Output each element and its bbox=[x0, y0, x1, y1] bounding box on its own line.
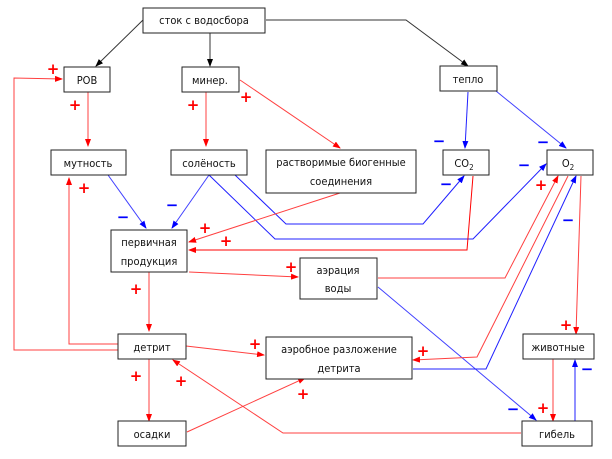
node-death[interactable]: гибель bbox=[521, 420, 593, 447]
plus-sign: + bbox=[537, 399, 550, 417]
edge-runoff-to-dom bbox=[95, 19, 144, 67]
minus-sign: − bbox=[433, 132, 446, 150]
node-miner-label: минер. bbox=[192, 74, 228, 87]
edge-aeration-to-death bbox=[377, 286, 537, 421]
node-detritus-label: детрит bbox=[133, 341, 170, 354]
edge-heat-to-o2 bbox=[495, 90, 567, 149]
plus-sign: + bbox=[187, 96, 200, 114]
plus-sign: + bbox=[560, 316, 573, 334]
minus-sign: − bbox=[117, 208, 130, 226]
node-nutrients-label-line2: соединения bbox=[310, 175, 372, 188]
node-detritus[interactable]: детрит bbox=[117, 333, 187, 360]
plus-sign: + bbox=[130, 367, 143, 385]
plus-sign: + bbox=[199, 219, 212, 237]
plus-sign: + bbox=[285, 258, 298, 276]
node-aeration-label-line1: аэрация bbox=[317, 264, 360, 277]
node-primary-label-line2: продукция bbox=[121, 255, 178, 268]
node-runoff[interactable]: сток с водосбора bbox=[142, 7, 266, 34]
node-sediments[interactable]: осадки bbox=[117, 420, 187, 447]
edge-o2-to-aerobic bbox=[412, 175, 569, 363]
minus-sign: − bbox=[507, 400, 520, 418]
edge-primary-to-aeration bbox=[188, 271, 299, 280]
plus-sign: + bbox=[297, 385, 310, 403]
edge-aeration-to-o2 bbox=[378, 175, 559, 279]
node-primary-label-line1: первичная bbox=[121, 236, 176, 249]
plus-sign: + bbox=[417, 342, 430, 360]
edge-heat-to-co2 bbox=[462, 91, 469, 149]
plus-sign: + bbox=[249, 335, 262, 353]
node-aerobic-label-line1: аэробное разложение bbox=[281, 343, 397, 356]
edge-miner-to-nutrients bbox=[239, 79, 341, 149]
plus-sign: + bbox=[78, 179, 91, 197]
node-co2[interactable]: CO2 bbox=[442, 149, 490, 176]
sign-labels: + + + + + + + + + + + + + + + + + − − − … bbox=[47, 60, 594, 418]
edge-nutrients-to-primary bbox=[188, 192, 341, 243]
plus-sign: + bbox=[130, 280, 143, 298]
edge-detritus-to-turbidity bbox=[66, 177, 118, 345]
edge-detritus-to-aerobic bbox=[185, 345, 265, 358]
edge-turbidity-to-primary bbox=[107, 174, 147, 229]
plus-sign: + bbox=[535, 176, 548, 194]
edge-salinity-to-co2 bbox=[234, 174, 465, 225]
plus-sign: + bbox=[69, 96, 82, 114]
edges bbox=[13, 19, 582, 434]
node-heat[interactable]: тепло bbox=[439, 65, 498, 92]
node-primary-production[interactable]: первичная продукция bbox=[110, 229, 188, 273]
node-animals[interactable]: животные bbox=[522, 333, 595, 360]
plus-sign: + bbox=[240, 88, 253, 106]
node-o2-label: O2 bbox=[562, 157, 574, 172]
node-runoff-label: сток с водосбора bbox=[159, 14, 249, 27]
plus-sign: + bbox=[175, 372, 188, 390]
node-aerobic-label-line2: детрита bbox=[317, 362, 360, 375]
minus-sign: − bbox=[166, 196, 179, 214]
edge-death-to-detritus bbox=[172, 359, 521, 434]
node-dom-label: РОВ bbox=[77, 74, 98, 87]
node-nutrients[interactable]: растворимые биогенные соединения bbox=[265, 149, 417, 194]
plus-sign: + bbox=[220, 232, 233, 250]
minus-sign: − bbox=[562, 211, 575, 229]
edge-o2-to-animals bbox=[573, 175, 582, 335]
minus-sign: − bbox=[537, 133, 550, 151]
node-aeration[interactable]: аэрация воды bbox=[299, 257, 378, 300]
node-heat-label: тепло bbox=[453, 73, 484, 86]
plus-sign: + bbox=[47, 60, 60, 78]
node-o2[interactable]: O2 bbox=[546, 149, 594, 176]
node-animals-label: животные bbox=[531, 341, 584, 354]
edge-runoff-to-heat bbox=[266, 19, 469, 67]
minus-sign: − bbox=[440, 175, 453, 193]
node-turbidity-label: мутность bbox=[64, 157, 113, 170]
minus-sign: − bbox=[518, 156, 531, 174]
edge-co2-to-primary bbox=[188, 175, 474, 253]
node-salinity[interactable]: солёность bbox=[170, 149, 248, 176]
node-dom[interactable]: РОВ bbox=[63, 66, 111, 93]
node-death-label: гибель bbox=[539, 428, 575, 441]
minus-sign: − bbox=[581, 360, 594, 378]
node-miner[interactable]: минер. bbox=[181, 66, 240, 93]
node-turbidity[interactable]: мутность bbox=[50, 149, 127, 176]
edge-salinity-to-o2 bbox=[208, 163, 547, 240]
edge-salinity-to-primary bbox=[171, 174, 210, 229]
edge-sediments-to-aerobic bbox=[186, 377, 306, 433]
node-salinity-label: солёность bbox=[182, 157, 236, 170]
node-aeration-label-line2: воды bbox=[325, 282, 352, 295]
edge-aerobic-to-o2 bbox=[413, 175, 577, 370]
node-nutrients-label-line1: растворимые биогенные bbox=[276, 156, 405, 169]
node-aerobic-decomposition[interactable]: аэробное разложение детрита bbox=[265, 336, 413, 380]
edge-detritus-to-dom bbox=[13, 75, 118, 351]
node-co2-label: CO2 bbox=[454, 157, 473, 172]
node-sediments-label: осадки bbox=[134, 428, 171, 441]
